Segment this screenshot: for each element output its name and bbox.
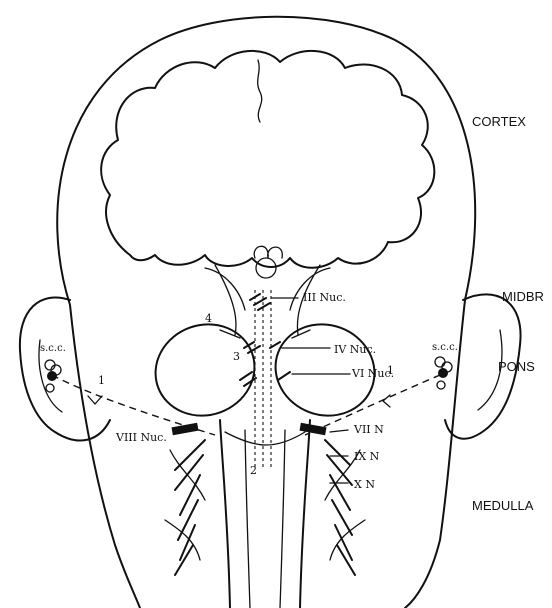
pathway-number-3: 3	[233, 350, 240, 363]
label-cortex: CORTEX	[472, 114, 526, 129]
cranial-nerve-roots	[165, 440, 365, 575]
label-nerve-ix: IX N	[354, 450, 380, 463]
pathway-number-1-right: 1	[387, 364, 394, 377]
label-midbrain: MIDBR	[502, 289, 544, 304]
left-cerebellar-peduncle	[143, 311, 268, 430]
right-semicircular-canals	[435, 357, 452, 389]
cerebral-cortex	[101, 51, 434, 268]
medulla	[220, 420, 310, 608]
label-medulla: MEDULLA	[472, 498, 534, 513]
left-semicircular-canals	[45, 360, 61, 392]
left-ear	[20, 297, 110, 440]
label-nuc-iii: III Nuc.	[303, 291, 346, 304]
label-nerve-vii: VII N	[353, 423, 384, 436]
label-pons: PONS	[498, 359, 535, 374]
label-scc-right: s.c.c.	[432, 342, 458, 353]
pathway-number-1-left: 1	[98, 374, 105, 387]
label-nerve-x: X N	[354, 478, 375, 491]
label-nuc-iv: IV Nuc.	[334, 343, 376, 356]
nucleus-iii	[250, 294, 270, 310]
label-scc-left: s.c.c.	[40, 343, 66, 354]
pathway-number-2: 2	[250, 464, 257, 477]
nucleus-vi	[240, 372, 290, 386]
label-nuc-viii: VIII Nuc.	[115, 431, 167, 444]
head-outline	[57, 17, 475, 608]
pathway-number-4: 4	[205, 312, 212, 325]
